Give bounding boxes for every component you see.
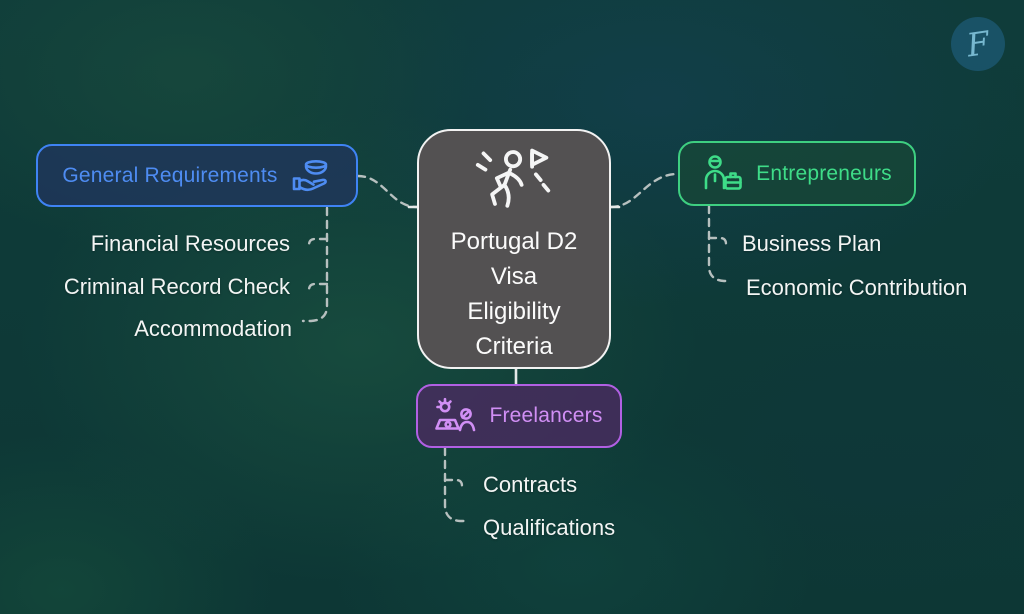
hand-bowl-icon [290,156,332,196]
branch-label: Entrepreneurs [756,161,892,185]
brand-logo-glyph: F [964,23,992,65]
branch-label: General Requirements [62,163,278,187]
subtopic-qualifications: Qualifications [483,515,616,540]
subtopic-economic-contribution: Economic Contribution [746,275,968,300]
center-node-portugal-d2: Portugal D2 Visa Eligibility Criteria [417,129,611,369]
branch-node-entrepreneurs: Entrepreneurs [678,141,916,206]
center-title-line: Visa [490,263,538,290]
subtopic-financial-resources: Financial Resources [90,231,290,256]
businessman-briefcase-icon [702,154,744,194]
subtopic-accommodation: Accommodation [134,316,292,341]
subtopic-contracts: Contracts [483,472,578,497]
center-title-line: Criteria [475,333,553,360]
subtopic-business-plan: Business Plan [742,231,882,256]
branch-node-freelancers: Freelancers [416,384,622,448]
branch-label: Freelancers [489,404,603,427]
center-title-line: Portugal D2 [450,228,578,255]
branch-node-general-requirements: General Requirements [36,144,358,207]
freelancer-laptop-icon [435,396,477,436]
center-title-line: Eligibility [467,298,561,325]
subtopic-criminal-record-check: Criminal Record Check [63,274,290,299]
traveler-flag-icon [474,143,554,221]
brand-logo: F [951,17,1005,71]
